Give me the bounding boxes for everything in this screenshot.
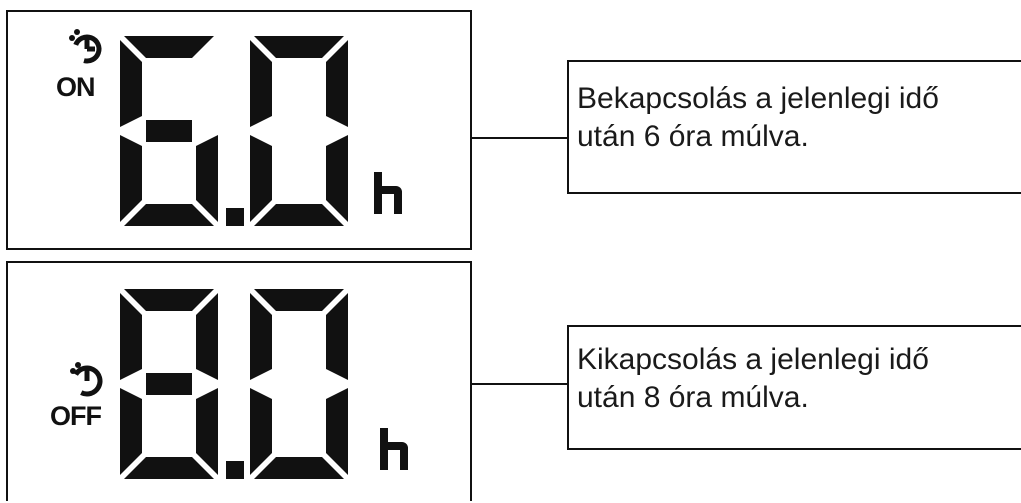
on-digit-2-segment-f	[250, 40, 272, 127]
on-digit-1-segment-a	[124, 36, 214, 58]
timer-off-display: OFF	[6, 261, 472, 501]
on-digit-2-segment-b	[326, 40, 348, 127]
on-digit-2-segment-a	[254, 36, 344, 58]
off-digit-1-segment-g	[146, 373, 192, 395]
on-description-line-2: után 6 óra múlva.	[577, 120, 809, 153]
on-digit-2-segment-d	[254, 204, 344, 226]
off-digit-1-segment-b	[196, 293, 218, 380]
off-digit-1-segment-f	[120, 293, 142, 380]
on-digit-1-segment-c	[196, 135, 218, 222]
timer-clock-icon	[70, 362, 103, 397]
timer-on-display: ON	[6, 10, 472, 250]
on-description-callout: Bekapcsolás a jelenlegi idő után 6 óra m…	[567, 60, 1021, 194]
off-digit-1-segment-e	[120, 388, 142, 475]
timer-clock-icon	[69, 29, 102, 64]
off-digit-2-segment-f	[250, 293, 272, 380]
off-lcd-readout	[120, 289, 408, 479]
off-connector-line	[472, 383, 568, 385]
off-unit-h	[380, 428, 408, 470]
on-description-line-1: Bekapcsolás a jelenlegi idő	[577, 82, 939, 115]
on-unit-h	[374, 172, 402, 214]
on-digit-1-segment-d	[124, 204, 214, 226]
off-digit-2-segment-a	[254, 289, 344, 311]
off-digit-2-segment-b	[326, 293, 348, 380]
off-description-callout: Kikapcsolás a jelenlegi idő után 8 óra m…	[567, 325, 1021, 450]
on-lcd-readout	[120, 36, 402, 226]
off-digit-2-segment-c	[326, 388, 348, 475]
off-mode-label: OFF	[50, 401, 102, 431]
on-digit-1-segment-f	[120, 40, 142, 127]
off-digit-2-segment-e	[250, 388, 272, 475]
off-digit-1-segment-c	[196, 388, 218, 475]
off-description-line-2: után 8 óra múlva.	[577, 381, 809, 414]
off-digit-2-segment-d	[254, 457, 344, 479]
off-digit-1-segment-a	[124, 289, 214, 311]
on-decimal-point	[226, 208, 244, 226]
on-mode-label: ON	[56, 72, 95, 102]
on-connector-line	[472, 137, 568, 139]
off-decimal-point	[226, 461, 244, 479]
on-digit-2-segment-c	[326, 135, 348, 222]
off-description-line-1: Kikapcsolás a jelenlegi idő	[577, 343, 929, 376]
on-digit-1-segment-e	[120, 135, 142, 222]
on-digit-1-segment-g	[146, 120, 192, 142]
off-digit-1-segment-d	[124, 457, 214, 479]
on-digit-2-segment-e	[250, 135, 272, 222]
